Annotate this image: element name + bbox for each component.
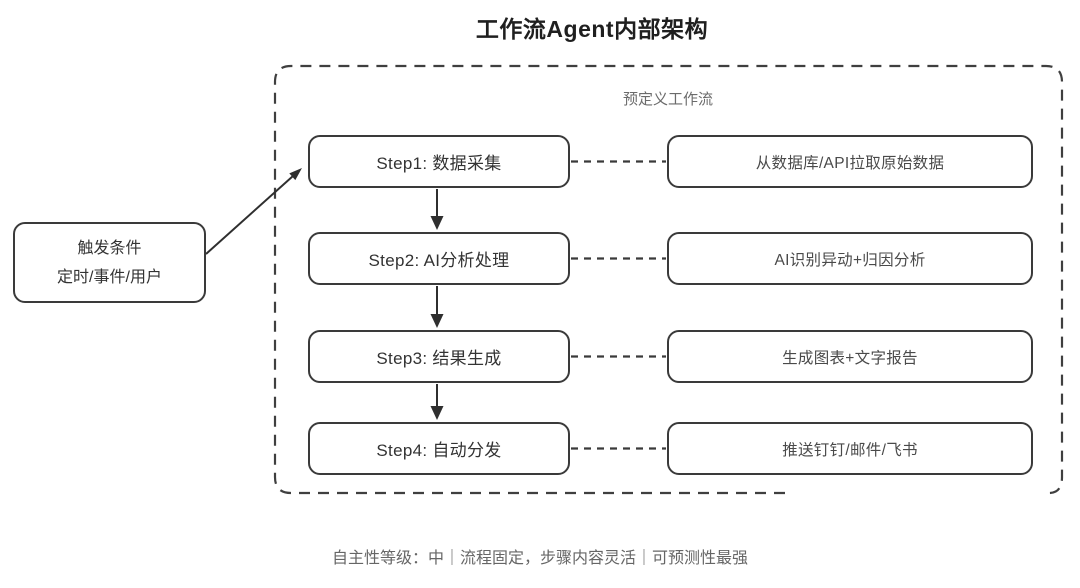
step1-to-step2-arrow [430,189,444,230]
step3-box: Step3: 结果生成 [308,330,570,383]
autonomy-level-note: 自主性等级：中｜流程固定，步骤内容灵活｜可预测性最强 [331,550,749,567]
step4-box: Step4: 自动分发 [308,422,570,475]
step2-desc: AI识别异动+归因分析 [774,251,926,269]
step3-desc-box: 生成图表+文字报告 [667,330,1033,383]
step1-desc-box: 从数据库/API拉取原始数据 [667,135,1033,188]
page-title: 工作流Agent内部架构 [475,16,709,42]
step3-desc: 生成图表+文字报告 [782,349,918,367]
step-desc-dashed-connectors [571,160,666,450]
predefined-workflow-dashed-border [273,64,1064,495]
predefined-workflow-label: 预定义工作流 [622,91,714,108]
step1-box: Step1: 数据采集 [308,135,570,188]
trigger-to-step1-arrow [205,168,302,255]
step2-label: Step2: AI分析处理 [368,251,510,270]
step3-to-step4-arrow [430,384,444,420]
step4-desc-box: 推送钉钉/邮件/飞书 [667,422,1033,475]
step1-desc: 从数据库/API拉取原始数据 [755,154,945,172]
trigger-subtitle: 定时/事件/用户 [57,268,162,286]
step2-to-step3-arrow [430,286,444,328]
step2-box: Step2: AI分析处理 [308,232,570,285]
step1-label: Step1: 数据采集 [376,154,502,173]
trigger-title: 触发条件 [77,239,142,257]
step4-label: Step4: 自动分发 [376,441,502,460]
step4-desc: 推送钉钉/邮件/飞书 [782,441,918,459]
step2-desc-box: AI识别异动+归因分析 [667,232,1033,285]
trigger-box: 触发条件 定时/事件/用户 [13,222,206,303]
step3-label: Step3: 结果生成 [376,349,502,368]
